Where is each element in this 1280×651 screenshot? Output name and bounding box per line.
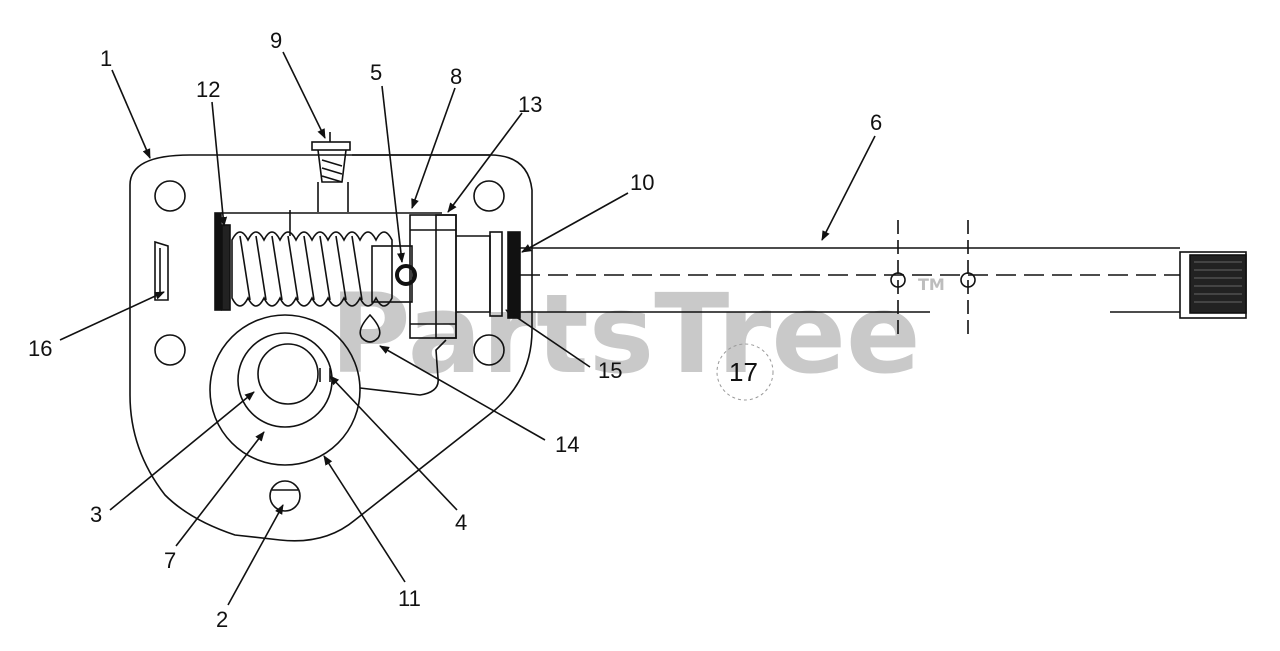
leader-15 [505, 309, 591, 368]
pin-5 [395, 264, 417, 286]
leader-8 [411, 87, 456, 209]
leader-9 [282, 51, 326, 139]
watermark-text: PartsTree [330, 270, 921, 398]
leader-4 [329, 375, 458, 511]
housing-outline [129, 154, 533, 542]
leader-14 [379, 345, 546, 441]
callout-17-circle [716, 343, 774, 401]
callout-7: 7 [164, 548, 176, 573]
grease-fitting-9 [311, 132, 490, 212]
leader-16 [59, 291, 165, 341]
leader-13 [447, 112, 523, 213]
leader-7 [175, 431, 265, 547]
leader-6 [821, 135, 876, 241]
mount-hole-top-right [473, 180, 505, 212]
drop-14 [359, 313, 381, 343]
callout-11: 11 [398, 586, 421, 611]
shaft-6 [520, 220, 1180, 340]
callout-13: 13 [518, 92, 542, 117]
leader-3 [109, 391, 255, 511]
leader-12 [211, 101, 228, 227]
watermark: PartsTree TM [330, 270, 945, 398]
callout-17: 17 [729, 357, 758, 387]
leader-lines [59, 51, 876, 606]
callout-12: 12 [196, 77, 220, 102]
leader-5 [381, 85, 405, 263]
callout-10: 10 [630, 170, 654, 195]
callout-9: 9 [270, 28, 282, 53]
callout-14: 14 [555, 432, 579, 457]
mount-hole-left [154, 334, 186, 366]
callout-labels: 1 9 12 5 8 13 10 6 16 15 17 14 3 4 7 11 … [28, 28, 882, 632]
callout-6: 6 [870, 110, 882, 135]
worm-thread [231, 231, 393, 307]
mount-hole-right [473, 334, 505, 366]
leader-10 [521, 192, 629, 253]
leader-11 [323, 455, 406, 583]
callout-4: 4 [455, 510, 467, 535]
splined-end [1179, 251, 1247, 319]
watermark-tm: TM [918, 275, 945, 294]
key-16 [154, 240, 169, 301]
leader-1 [111, 69, 151, 159]
bearing-8 [409, 214, 457, 339]
callout-16: 16 [28, 336, 52, 361]
callout-8: 8 [450, 64, 462, 89]
mount-hole-top-left [154, 180, 186, 212]
callout-5: 5 [370, 60, 382, 85]
callout-15: 15 [598, 358, 622, 383]
leader-2 [227, 504, 284, 606]
spring-14 [359, 339, 447, 396]
mount-hole-bottom [269, 480, 301, 512]
callout-3: 3 [90, 502, 102, 527]
callout-1: 1 [100, 46, 112, 71]
gear-housing [129, 154, 533, 542]
callout-2: 2 [216, 607, 228, 632]
